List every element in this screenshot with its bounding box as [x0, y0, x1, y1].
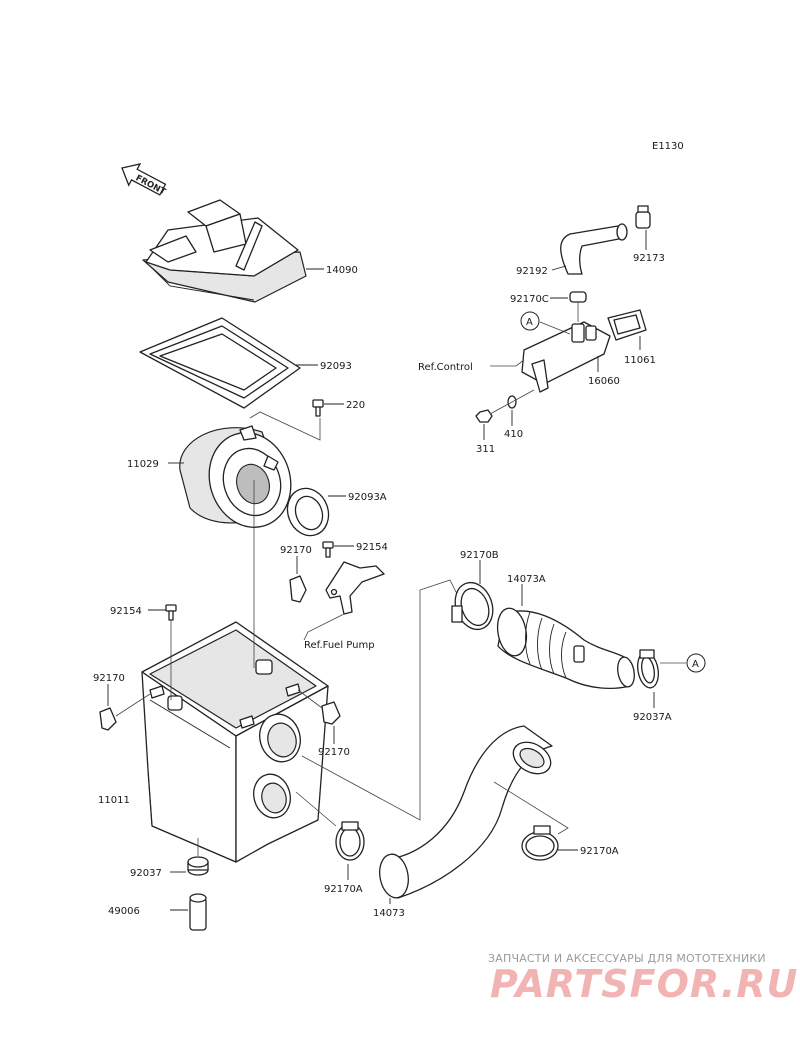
callout-92154-top: 92154 [356, 542, 388, 553]
callout-410: 410 [504, 429, 523, 440]
bolt-92154-left-part[interactable] [165, 604, 177, 621]
callout-311: 311 [476, 444, 495, 455]
nut-311-part[interactable] [475, 409, 493, 423]
ref-control: Ref.Control [418, 362, 473, 373]
diagram-code: E1130 [652, 141, 684, 152]
callout-16060: 16060 [588, 376, 620, 387]
connector-a-marker-right: A [686, 653, 706, 673]
element-seal-part[interactable] [281, 483, 335, 542]
air-filter-element-part[interactable] [179, 422, 303, 538]
gasket-11061-part[interactable] [607, 309, 647, 341]
breather-cover-16060-part[interactable] [521, 321, 611, 393]
drain-plug-49006-part[interactable] [189, 893, 207, 931]
callout-92037a: 92037A [633, 712, 672, 723]
svg-text:A: A [692, 659, 699, 670]
bolt-220-part[interactable] [312, 399, 324, 417]
callout-92192: 92192 [516, 266, 548, 277]
callout-14090: 14090 [326, 265, 358, 276]
callout-92154-left: 92154 [110, 606, 142, 617]
bolt-92154-top-part[interactable] [322, 541, 334, 558]
air-cleaner-housing-part[interactable] [141, 621, 329, 863]
clip-92170-mid-part[interactable] [321, 701, 341, 725]
callout-11011: 11011 [98, 795, 130, 806]
callout-92170-left: 92170 [93, 673, 125, 684]
callout-92093a: 92093A [348, 492, 387, 503]
hose-92192-part[interactable] [560, 223, 628, 275]
svg-text:A: A [526, 317, 533, 328]
callout-14073: 14073 [373, 908, 405, 919]
clamp-92170c-part[interactable] [569, 291, 587, 303]
connector-a-marker-top: A [520, 311, 540, 331]
intake-duct-14073-part[interactable] [376, 725, 556, 900]
callout-11029: 11029 [127, 459, 159, 470]
clip-92170-left-part[interactable] [99, 707, 117, 731]
callout-49006: 49006 [108, 906, 140, 917]
callout-92170a-left: 92170A [324, 884, 363, 895]
clamp-92170b-part[interactable] [449, 577, 499, 634]
clamp-92037-part[interactable] [187, 856, 209, 876]
watermark-logo: PARTSFOR.RU [490, 962, 799, 1006]
callout-92170c: 92170C [510, 294, 549, 305]
callout-92170a-right: 92170A [580, 846, 619, 857]
callout-92170b: 92170B [460, 550, 499, 561]
front-arrow-icon: FRONT [121, 163, 167, 198]
clamp-92170a-left-part[interactable] [335, 821, 365, 861]
callout-92093: 92093 [320, 361, 352, 372]
cover-gasket-part[interactable] [139, 317, 301, 409]
watermark-tagline: ЗАПЧАСТИ И АКСЕССУАРЫ ДЛЯ МОТОТЕХНИКИ [488, 952, 766, 965]
callout-92037: 92037 [130, 868, 162, 879]
callout-14073a: 14073A [507, 574, 546, 585]
callout-92170-top: 92170 [280, 545, 312, 556]
callout-11061: 11061 [624, 355, 656, 366]
callout-220: 220 [346, 400, 365, 411]
callout-92173: 92173 [633, 253, 665, 264]
callout-92170-mid: 92170 [318, 747, 350, 758]
air-cleaner-cover-part[interactable] [142, 199, 307, 303]
intake-boot-14073a-part[interactable] [494, 606, 636, 690]
clip-92170-top-part[interactable] [289, 575, 307, 603]
clamp-92173-part[interactable] [635, 205, 651, 229]
clamp-92170a-right-part[interactable] [521, 825, 559, 861]
clamp-92037a-part[interactable] [635, 649, 661, 689]
ref-fuel-pump: Ref.Fuel Pump [304, 640, 375, 651]
fuel-pump-bracket-part[interactable] [325, 561, 385, 615]
